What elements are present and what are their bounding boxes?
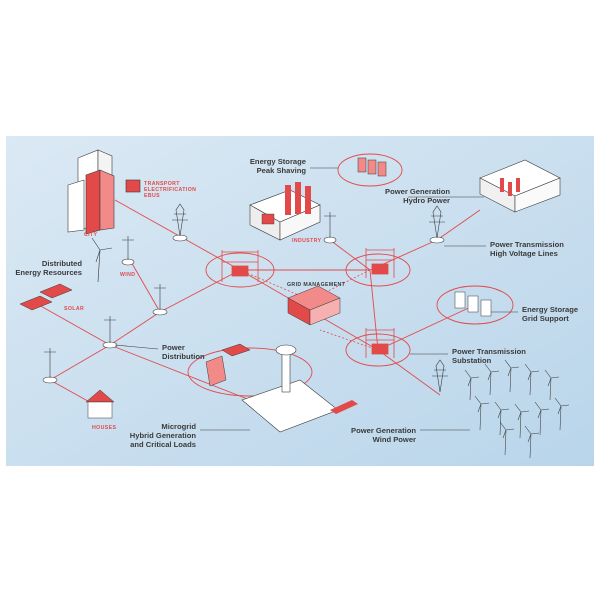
label-line: Power Generation <box>351 426 416 435</box>
industry-plant <box>249 182 321 241</box>
label-substation: Power Transmission Substation <box>452 347 542 365</box>
nodes <box>187 153 514 397</box>
label-storage-grid: Energy Storage Grid Support <box>522 305 597 323</box>
label-grid-management: GRID MANAGEMENT <box>287 282 346 288</box>
label-line: Energy Storage <box>522 305 579 314</box>
label-line: Peak Shaving <box>256 166 306 175</box>
label-line: Distributed <box>41 259 82 268</box>
label-transport: TRANSPORT ELECTRIFICATION EBUS <box>144 181 196 200</box>
distributed-wind <box>91 237 113 283</box>
label-line: Energy Storage <box>249 157 306 166</box>
label-line: Energy Resources <box>15 268 82 277</box>
grid-management-console <box>287 285 341 326</box>
node-transmission-hub <box>345 253 411 287</box>
label-solar: SOLAR <box>64 306 85 312</box>
label-houses: HOUSES <box>92 425 117 431</box>
label-microgrid: Microgrid Hybrid Generation and Critical… <box>110 422 196 449</box>
substation-towers <box>221 248 395 358</box>
label-line: Power <box>162 343 185 352</box>
label-line: Wind Power <box>372 435 416 444</box>
house <box>85 389 115 419</box>
node-energy-storage-peak <box>337 153 403 187</box>
node-substation <box>345 333 411 367</box>
peak-storage-units <box>357 157 387 177</box>
label-line: Power Generation <box>385 187 450 196</box>
label-distributed: Distributed Energy Resources <box>8 259 82 277</box>
label-line: Hybrid Generation <box>129 431 196 440</box>
city-buildings <box>67 149 141 235</box>
label-wind-power: Power Generation Wind Power <box>334 426 416 444</box>
label-line: TRANSPORT <box>144 181 180 187</box>
leader-lines <box>114 167 518 431</box>
airport <box>205 343 358 433</box>
node-distribution-hub <box>205 252 275 288</box>
label-energy-storage-peak: Energy Storage Peak Shaving <box>224 157 306 175</box>
label-line: Hydro Power <box>403 196 450 205</box>
grid-storage-units <box>454 291 492 317</box>
hydro-dam <box>479 159 561 213</box>
label-wind: WIND <box>120 272 136 278</box>
label-line: ELECTRIFICATION <box>144 187 197 194</box>
pylons <box>172 203 448 393</box>
solar-panels <box>19 283 73 311</box>
distribution-poles <box>44 212 336 378</box>
label-line: Grid Support <box>522 314 569 323</box>
wind-farm <box>464 359 570 459</box>
grid-management-links <box>239 269 379 351</box>
label-industry: INDUSTRY <box>292 238 322 244</box>
label-line: High Voltage Lines <box>490 249 558 258</box>
label-city: CITY <box>84 232 98 238</box>
label-hydro: Power Generation Hydro Power <box>360 187 450 205</box>
label-line: EBUS <box>144 193 161 200</box>
label-line: and Critical Loads <box>130 440 196 449</box>
label-line: Distribution <box>162 352 205 361</box>
node-microgrid <box>187 347 313 397</box>
label-distribution: Power Distribution <box>162 343 222 361</box>
label-line: Microgrid <box>161 422 196 431</box>
node-grid-support <box>436 285 514 325</box>
label-line: Substation <box>452 356 492 365</box>
label-line: Power Transmission <box>490 240 564 249</box>
label-transmission-hv: Power Transmission High Voltage Lines <box>490 240 580 258</box>
label-line: Power Transmission <box>452 347 526 356</box>
